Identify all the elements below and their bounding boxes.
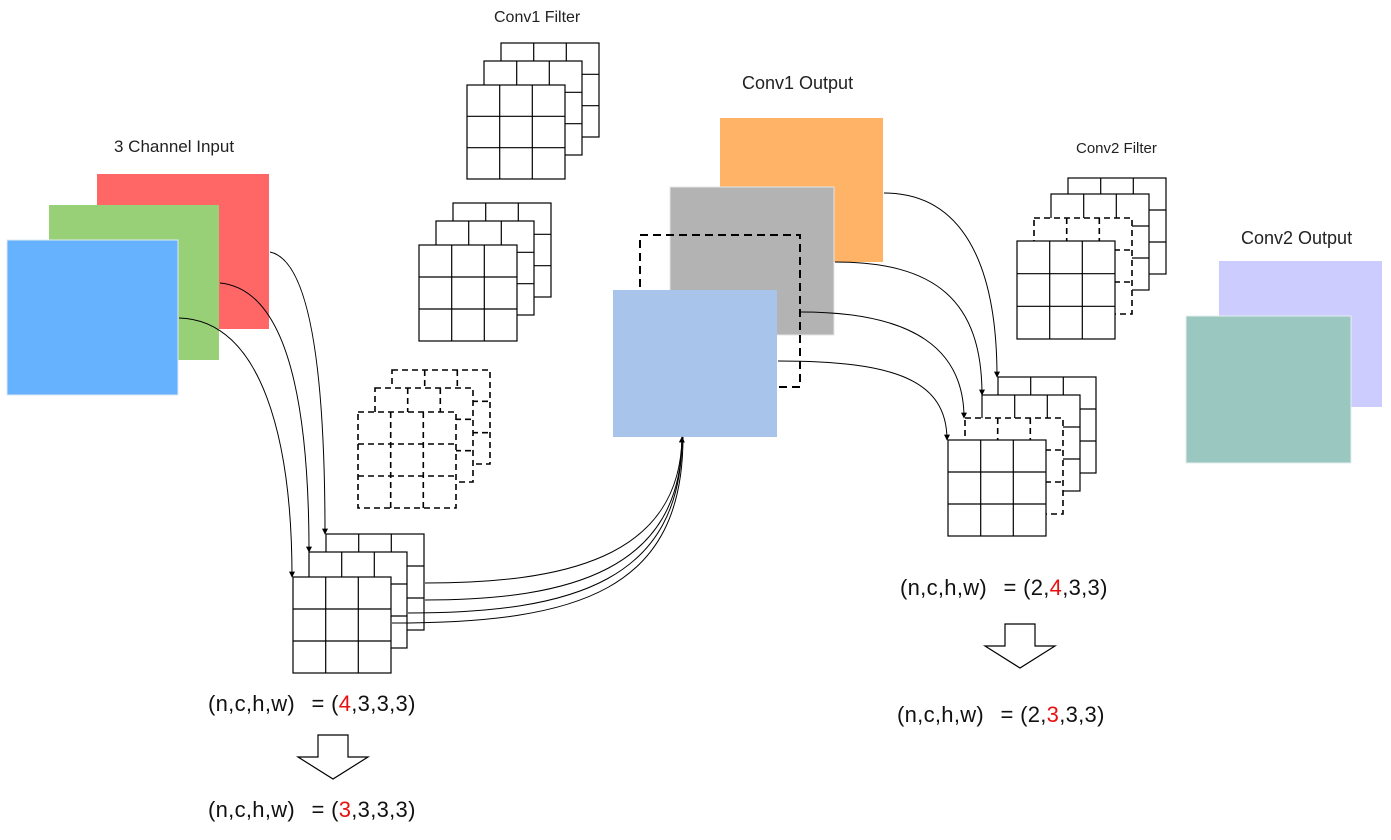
formula-rest: ,3,3,3) bbox=[351, 797, 416, 822]
formula-conv1-before: (n,c,h,w) = (4,3,3,3) bbox=[208, 691, 416, 717]
conv1-active-filter-stack bbox=[292, 533, 425, 674]
arrow-red-channel bbox=[269, 251, 328, 535]
formula-open: (2, bbox=[1020, 702, 1047, 727]
formula-lhs: (n,c,h,w) bbox=[897, 702, 985, 727]
formula-open: ( bbox=[331, 691, 339, 716]
arrow-green-channel bbox=[219, 282, 312, 553]
down-arrow-conv1 bbox=[295, 734, 371, 780]
conv2-output-maps bbox=[1185, 261, 1382, 464]
arrow-blue-channel bbox=[178, 317, 295, 578]
formula-highlight: 3 bbox=[1046, 702, 1060, 727]
filter-to-output-arrows bbox=[391, 436, 685, 624]
filter-layer bbox=[292, 576, 392, 674]
conv1-filter-stack-1 bbox=[466, 42, 600, 180]
label-conv2-output: Conv2 Output bbox=[1241, 228, 1353, 248]
filter-layer bbox=[418, 244, 518, 342]
formula-rest: ,3,3,3) bbox=[351, 691, 416, 716]
formula-conv1-after: (n,c,h,w) = (3,3,3,3) bbox=[208, 797, 416, 823]
conv1-output-maps bbox=[613, 118, 883, 437]
input-channel-blue bbox=[6, 239, 179, 396]
formula-conv2-after: (n,c,h,w) = (2,3,3,3) bbox=[897, 702, 1105, 728]
conv1-to-conv2-arrows bbox=[777, 192, 1000, 441]
formula-conv2-before: (n,c,h,w) = (2,4,3,3) bbox=[900, 575, 1108, 601]
filter-layer bbox=[466, 84, 566, 180]
formula-open: ( bbox=[331, 797, 339, 822]
label-conv1-filter: Conv1 Filter bbox=[494, 9, 581, 26]
formula-eq: = bbox=[1000, 702, 1014, 727]
formula-highlight: 4 bbox=[1049, 575, 1063, 600]
formula-eq: = bbox=[311, 797, 325, 822]
filter-layer bbox=[357, 411, 457, 509]
conv2-active-filter-stack bbox=[947, 376, 1097, 537]
formula-open: (2, bbox=[1023, 575, 1050, 600]
label-conv1-output: Conv1 Output bbox=[742, 73, 854, 93]
conv1-filter-stack-3-dashed bbox=[357, 369, 491, 509]
formula-lhs: (n,c,h,w) bbox=[208, 691, 296, 716]
formula-rest: ,3,3) bbox=[1062, 575, 1108, 600]
conv1-filter-group bbox=[357, 42, 600, 509]
down-arrow-conv2 bbox=[982, 623, 1058, 669]
label-3-channel-input: 3 Channel Input bbox=[114, 137, 235, 156]
formula-rest: ,3,3) bbox=[1059, 702, 1105, 727]
conv1-filter-stack-2 bbox=[418, 202, 552, 342]
conv2-filter-stack bbox=[1016, 177, 1167, 340]
formula-eq: = bbox=[311, 691, 325, 716]
formula-lhs: (n,c,h,w) bbox=[900, 575, 988, 600]
conv2-output-teal bbox=[1185, 315, 1352, 464]
conv1-output-blue bbox=[613, 290, 777, 437]
formula-eq: = bbox=[1003, 575, 1017, 600]
input-to-filter-arrows bbox=[178, 251, 328, 578]
formula-lhs: (n,c,h,w) bbox=[208, 797, 296, 822]
formula-highlight: 4 bbox=[338, 691, 352, 716]
filter-layer bbox=[947, 439, 1047, 537]
filter-layer bbox=[1016, 240, 1116, 340]
input-channels bbox=[6, 174, 269, 396]
label-conv2-filter: Conv2 Filter bbox=[1076, 140, 1157, 157]
formula-highlight: 3 bbox=[338, 797, 352, 822]
